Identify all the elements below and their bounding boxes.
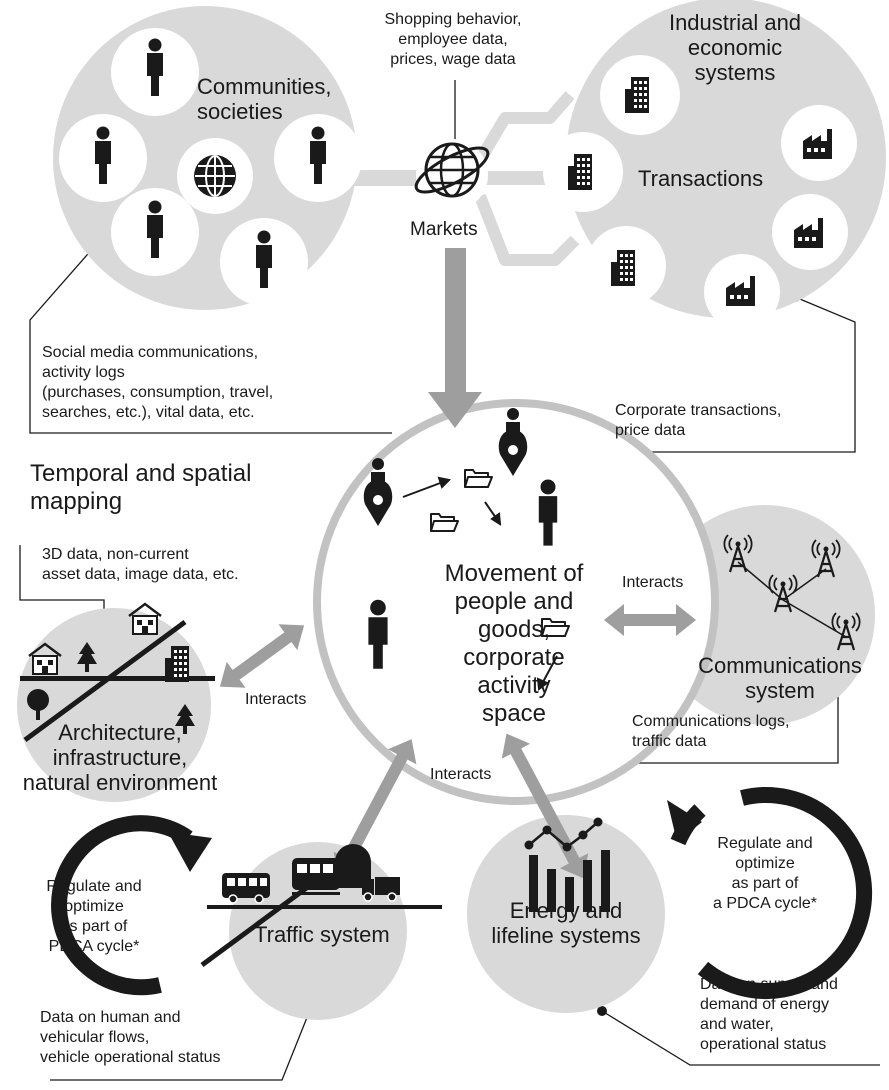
communities-network bbox=[59, 28, 362, 306]
house-icon bbox=[127, 602, 163, 636]
mapping-title: Temporal and spatial mapping bbox=[30, 460, 252, 515]
markets-globe-icon bbox=[414, 139, 490, 211]
train-icon bbox=[292, 844, 371, 895]
center-label: Movement of people and goods, corporate … bbox=[444, 560, 584, 727]
communications-label: Communications system bbox=[698, 653, 862, 703]
location-pin-icon bbox=[498, 408, 528, 476]
social-media-note: Social media communications, activity lo… bbox=[42, 344, 274, 421]
bus-icon bbox=[222, 873, 270, 904]
interacts-arch-label: Interacts bbox=[245, 691, 307, 708]
arrow-center-traffic bbox=[333, 739, 417, 877]
location-pin-icon bbox=[363, 458, 393, 526]
cycle-arrow-icon bbox=[51, 815, 212, 996]
center-space-circle bbox=[313, 399, 719, 805]
communications-network bbox=[723, 533, 861, 652]
arrow-center-energy bbox=[501, 733, 589, 879]
industrial-network bbox=[543, 55, 857, 330]
industrial-label: Industrial and economic systems bbox=[668, 10, 802, 85]
transactions-label: Transactions bbox=[638, 166, 764, 191]
architecture-label: Architecture, infrastructure, natural en… bbox=[22, 720, 218, 795]
communities-label: Communities, societies bbox=[197, 74, 332, 124]
data-3d-note: 3D data, non-current asset data, image d… bbox=[42, 546, 239, 583]
architecture-circle bbox=[17, 608, 211, 802]
energy-note: Data on supply and demand of energy and … bbox=[700, 976, 838, 1053]
traffic-scene bbox=[200, 844, 442, 968]
traffic-label: Traffic system bbox=[254, 922, 390, 947]
architecture-scene bbox=[20, 602, 215, 743]
energy-circle bbox=[467, 815, 665, 1013]
arrow-center-comm bbox=[604, 604, 696, 636]
center-icons bbox=[363, 408, 570, 691]
cycle-arrow-icon bbox=[667, 787, 873, 999]
folder-icon bbox=[430, 513, 459, 532]
corporate-note: Corporate transactions, price data bbox=[615, 402, 782, 439]
folder-icon bbox=[464, 469, 493, 488]
traffic-note: Data on human and vehicular flows, vehic… bbox=[40, 1009, 221, 1066]
bar-chart-icon bbox=[524, 817, 610, 912]
arrows bbox=[219, 248, 696, 879]
pdca-right-text: Regulate and optimize as part of a PDCA … bbox=[712, 835, 818, 912]
globe-icon bbox=[194, 155, 236, 197]
arrow-arch-center bbox=[219, 624, 305, 688]
flow-arrows bbox=[402, 476, 558, 691]
pdca-left-text: Regulate and optimize as part of PDCA cy… bbox=[46, 878, 142, 955]
truck-icon bbox=[362, 877, 400, 902]
markets-inputs-text: Shopping behavior, employee data, prices… bbox=[384, 11, 522, 68]
interacts-bottom-label: Interacts bbox=[430, 766, 492, 783]
communications-note: Communications logs, traffic data bbox=[632, 713, 790, 750]
markets-label: Markets bbox=[410, 219, 478, 240]
tree-icon bbox=[27, 689, 49, 720]
arrow-markets-to-center bbox=[428, 248, 482, 428]
energy-label: Energy and lifeline systems bbox=[491, 898, 641, 948]
interacts-comm-label: Interacts bbox=[622, 574, 684, 591]
